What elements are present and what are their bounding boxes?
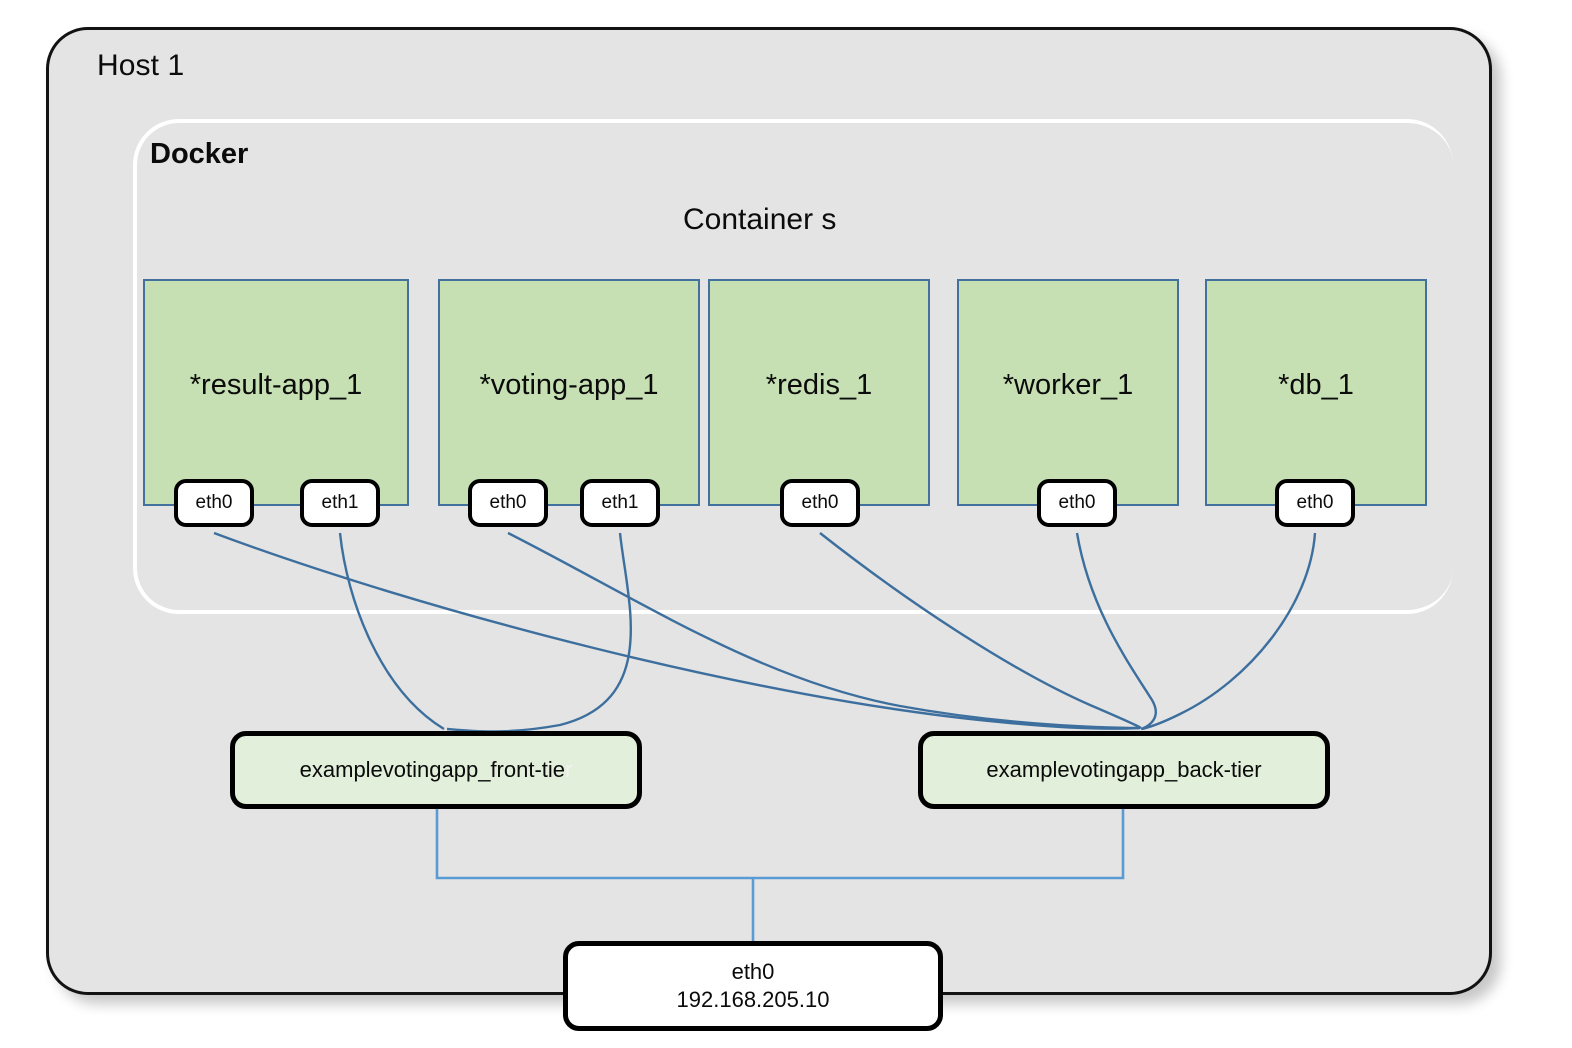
network-back-tier[interactable]: examplevotingapp_back-tier (918, 731, 1330, 809)
host-nic-box[interactable]: eth0 192.168.205.10 (563, 941, 943, 1031)
container-name: *voting-app_1 (479, 369, 659, 401)
host-nic-interface: eth0 (731, 958, 775, 984)
network-front-tier[interactable]: examplevotingapp_front-tier (230, 731, 642, 809)
container-card[interactable]: *worker_1 (957, 279, 1179, 506)
eth-interface-pill[interactable]: eth0 (1275, 479, 1355, 527)
container-name: *result-app_1 (189, 369, 363, 401)
container-card[interactable]: *db_1 (1205, 279, 1427, 506)
container-name: *db_1 (1278, 369, 1354, 401)
container-card[interactable]: *redis_1 (708, 279, 930, 506)
eth-interface-pill[interactable]: eth1 (300, 479, 380, 527)
container-card[interactable]: *voting-app_1 (438, 279, 700, 506)
eth-interface-pill[interactable]: eth0 (1037, 479, 1117, 527)
eth-interface-pill[interactable]: eth0 (780, 479, 860, 527)
containers-section-title: Container s (683, 203, 837, 236)
docker-title: Docker (150, 138, 249, 170)
eth-interface-pill[interactable]: eth0 (468, 479, 548, 527)
container-name: *worker_1 (1002, 369, 1134, 401)
network-front-tier-label-visible: examplevotingapp_front-tie (299, 757, 566, 782)
host-title: Host 1 (97, 49, 185, 82)
container-name: *redis_1 (765, 369, 873, 401)
eth-interface-pill[interactable]: eth0 (174, 479, 254, 527)
eth-interface-pill[interactable]: eth1 (580, 479, 660, 527)
container-card[interactable]: *result-app_1 (143, 279, 409, 506)
network-back-tier-label: examplevotingapp_back-tier (986, 757, 1262, 782)
network-front-tier-label-faded: r (565, 757, 573, 782)
network-front-tier-label: examplevotingapp_front-tier (300, 757, 573, 783)
host-nic-ip: 192.168.205.10 (676, 987, 830, 1012)
